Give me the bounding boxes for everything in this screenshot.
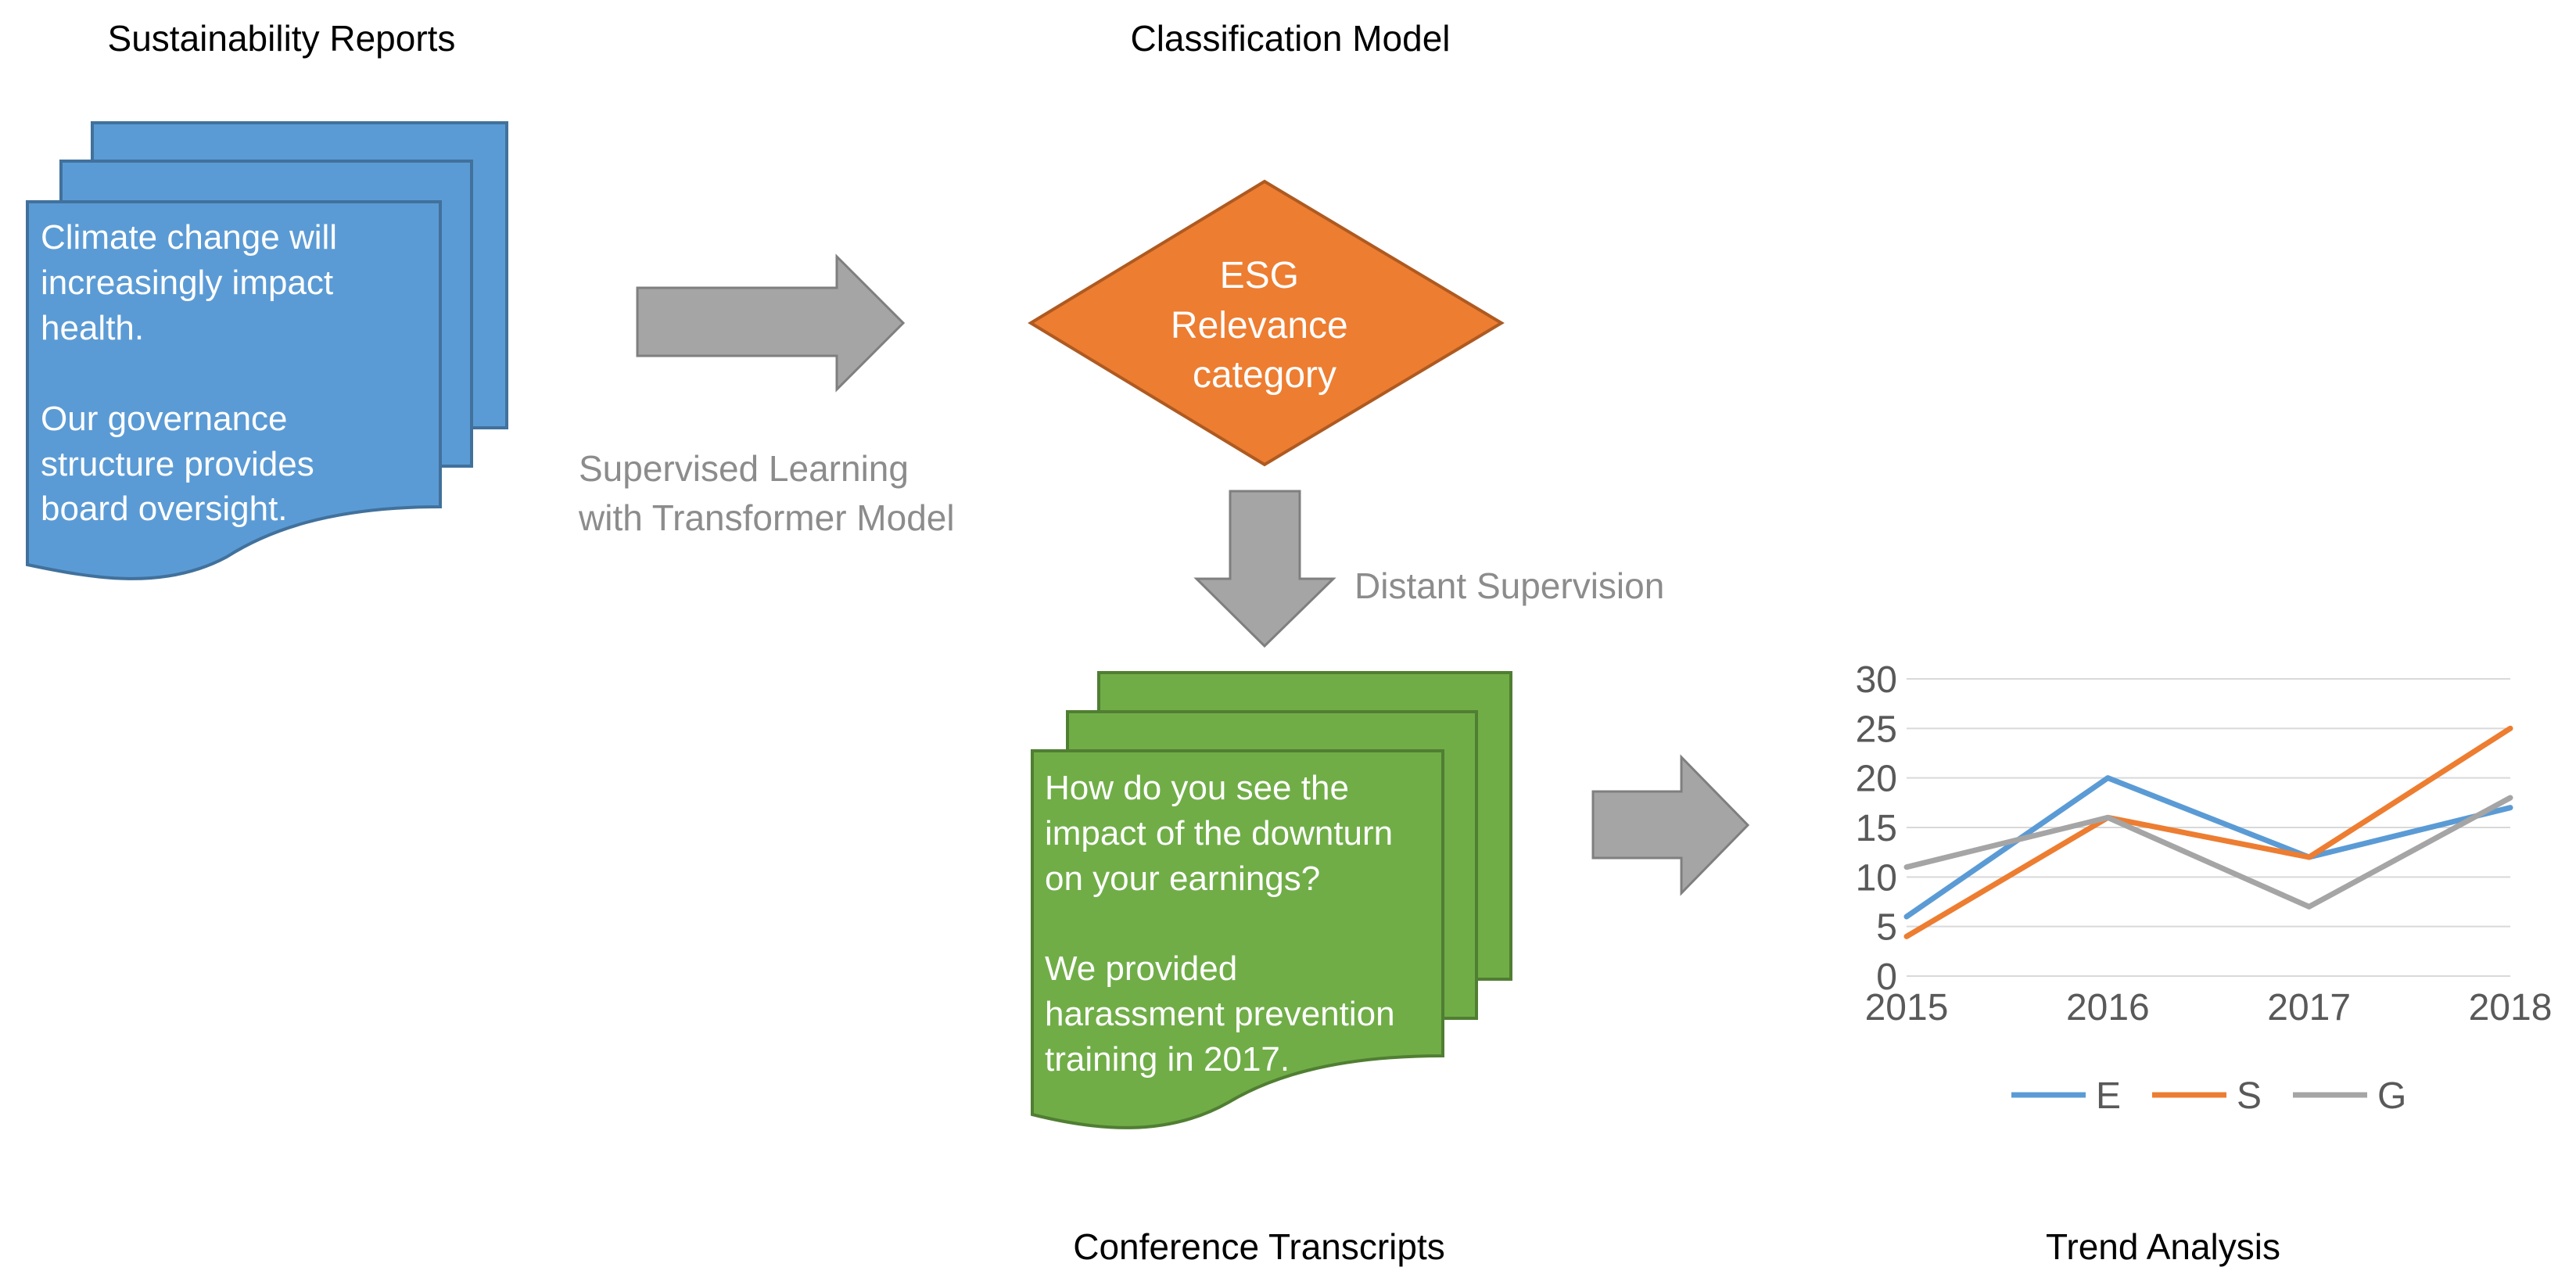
y-tick-label: 5 — [1876, 907, 1897, 949]
x-tick-label: 2015 — [1865, 987, 1949, 1028]
transcript-document-stack: How do you see the impact of the downtur… — [1031, 671, 1512, 1129]
report-line: board oversight. — [41, 490, 288, 528]
sustainability-reports-caption: Sustainability Reports — [108, 18, 456, 59]
transcript-line: How do you see the — [1045, 769, 1349, 807]
diamond-label: ESG Relevance category — [1171, 255, 1358, 396]
trend-analysis-caption: Trend Analysis — [2046, 1226, 2280, 1267]
y-tick-label: 30 — [1856, 659, 1897, 701]
classification-model-caption: Classification Model — [1130, 18, 1450, 59]
x-tick-label: 2017 — [2267, 987, 2351, 1028]
series-line-g — [1903, 795, 2513, 910]
legend-label: G — [2377, 1075, 2406, 1117]
series-line-e — [1903, 775, 2513, 920]
conference-transcripts-caption: Conference Transcripts — [1073, 1226, 1445, 1267]
esg-relevance-diamond — [1028, 179, 1505, 467]
x-tick-label: 2016 — [2066, 987, 2150, 1028]
arrow-down-icon — [1193, 490, 1336, 648]
report-document-stack: Climate change will increasingly impact … — [26, 121, 508, 580]
transcript-line: We provided — [1045, 949, 1237, 988]
y-tick-label: 10 — [1856, 857, 1897, 899]
x-tick-label: 2018 — [2469, 987, 2553, 1028]
transcript-line: training in 2017. — [1045, 1040, 1290, 1079]
report-document-text: Climate change will increasingly impact … — [41, 218, 346, 528]
y-tick-label: 0 — [1876, 957, 1897, 998]
transcript-page-front — [1031, 749, 1444, 1129]
legend-label: S — [2237, 1075, 2262, 1117]
report-line: health. — [41, 309, 144, 347]
transcript-line: impact of the downturn — [1045, 814, 1393, 852]
arrow-right-icon — [636, 253, 906, 393]
report-page-front — [26, 200, 442, 580]
report-line: structure provides — [41, 445, 314, 483]
y-tick-label: 20 — [1856, 759, 1897, 800]
transcript-line: on your earnings? — [1045, 860, 1320, 898]
transcript-line: harassment prevention — [1045, 995, 1395, 1033]
arrow-right-icon — [1591, 754, 1750, 896]
y-tick-label: 15 — [1856, 808, 1897, 849]
legend-label: E — [2096, 1075, 2121, 1117]
report-line: increasingly impact — [41, 264, 333, 302]
report-line: Our governance — [41, 400, 288, 438]
y-tick-label: 25 — [1856, 709, 1897, 750]
transcript-document-text: How do you see the impact of the downtur… — [1045, 769, 1405, 1079]
series-line-s — [1903, 725, 2513, 939]
report-line: Climate change will — [41, 218, 337, 257]
distant-supervision-label: Distant Supervision — [1354, 565, 1664, 606]
supervised-learning-label: Supervised Learning with Transformer Mod… — [578, 448, 955, 538]
